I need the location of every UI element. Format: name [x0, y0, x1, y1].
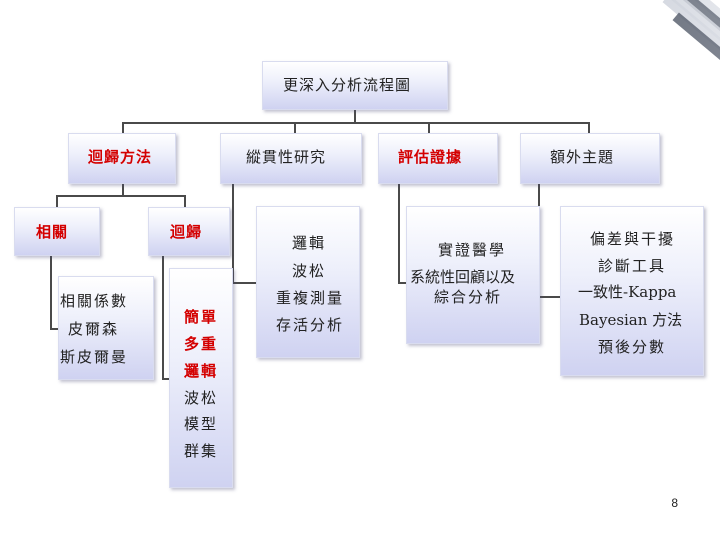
regsub-box [148, 207, 230, 256]
evidence-item-1: 系統性回顧以及 [410, 268, 516, 286]
evidence-label: 評估證據 [398, 148, 463, 166]
extra-item-4: 預後分數 [598, 338, 667, 356]
connector-longitudinal-tick [232, 282, 258, 284]
root-title: 更深入分析流程圖 [283, 76, 412, 94]
corner-decoration [600, 0, 720, 110]
evidence-items-box [406, 206, 540, 344]
connector-root-down [354, 110, 356, 123]
regsub-item-model: 模型 [184, 415, 219, 433]
correlation-label: 相關 [36, 223, 69, 241]
connector-evidence-stem [398, 184, 400, 284]
evidence-box [378, 133, 498, 184]
regsub-item-logistic: 邏輯 [184, 362, 219, 380]
connector-top-1 [122, 122, 124, 134]
connector-regression-bar [56, 195, 186, 197]
connector-regression-left [56, 195, 58, 207]
connector-top-bar [122, 122, 590, 124]
connector-regression-down [122, 184, 124, 196]
regsub-item-simple: 簡單 [184, 308, 219, 326]
correlation-item-0: 相關係數 [60, 292, 129, 310]
regression-label: 迴歸方法 [88, 148, 153, 166]
connector-top-2 [294, 122, 296, 134]
connector-top-4 [588, 122, 590, 134]
extra-item-3: Bayesian 方法 [579, 311, 683, 329]
longitudinal-item-0: 邏輯 [292, 234, 327, 252]
extra-item-2: 一致性-Kappa [578, 283, 677, 301]
extra-items-box [560, 206, 704, 376]
page-number: 8 [671, 496, 678, 510]
correlation-item-1: 皮爾森 [68, 320, 120, 338]
connector-correlation-tick [50, 328, 59, 330]
correlation-box [14, 207, 100, 256]
longitudinal-items-box [256, 206, 360, 358]
regsub-label: 迴歸 [170, 223, 203, 241]
correlation-items-box [58, 276, 154, 380]
correlation-item-2: 斯皮爾曼 [60, 348, 129, 366]
connector-regression-right [184, 195, 186, 207]
extra-label: 額外主題 [550, 148, 615, 166]
connector-evidence-tick [398, 282, 408, 284]
longitudinal-item-2: 重複測量 [276, 289, 345, 307]
regsub-items-box [169, 268, 233, 488]
evidence-item-2: 綜合分析 [434, 288, 503, 306]
extra-box [520, 133, 660, 184]
longitudinal-box [220, 133, 362, 184]
regsub-item-cluster: 群集 [184, 442, 219, 460]
evidence-item-0: 實證醫學 [438, 241, 507, 259]
connector-top-3 [428, 122, 430, 134]
longitudinal-label: 縱貫性研究 [246, 148, 327, 166]
connector-regsub-tick [162, 378, 170, 380]
extra-item-1: 診斷工具 [598, 257, 667, 275]
connector-regsub-stem [162, 256, 164, 380]
extra-item-0: 偏差與干擾 [590, 230, 676, 248]
regsub-item-multiple: 多重 [184, 335, 219, 353]
connector-correlation-stem [50, 256, 52, 330]
regsub-item-poisson: 波松 [184, 389, 219, 407]
regression-box [68, 133, 176, 184]
root-box [262, 61, 448, 110]
longitudinal-item-1: 波松 [292, 262, 327, 280]
longitudinal-item-3: 存活分析 [276, 316, 345, 334]
connector-longitudinal-stem [232, 184, 234, 284]
connector-extra-tick [538, 296, 560, 298]
